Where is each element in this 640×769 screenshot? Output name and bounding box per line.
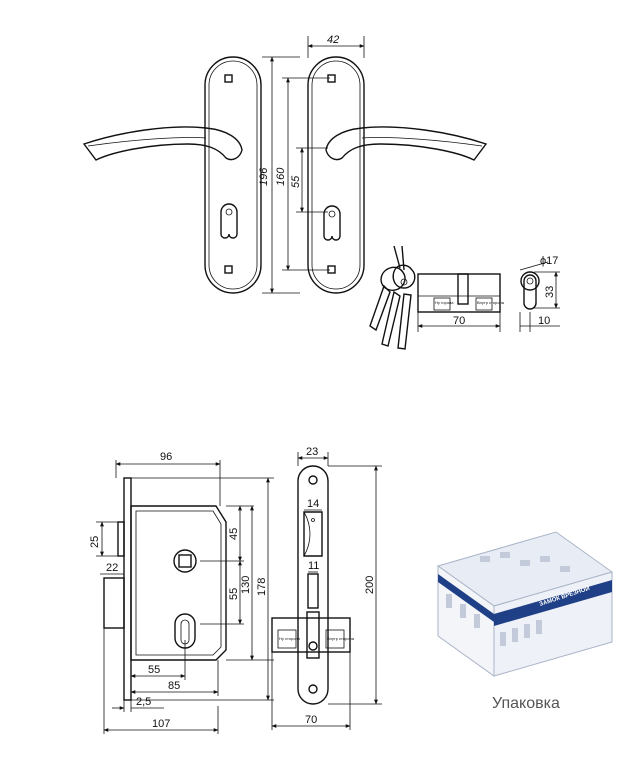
dim-body-upper: 45 — [228, 528, 240, 540]
dim-body-outer-height: 178 — [256, 578, 268, 596]
handle-dimensions: 42 196 160 55 — [258, 34, 365, 294]
dim-handle-width: 42 — [327, 34, 339, 46]
handle-left — [82, 56, 262, 294]
faceplate-dimensions: 23 14 11 200 70 — [271, 446, 382, 730]
dim-strike: 70 — [305, 714, 317, 726]
dim-total-depth: 107 — [152, 718, 170, 730]
cylinder-profile: ϕ17 33 10 — [519, 255, 560, 332]
dim-faceplate-width: 23 — [306, 446, 318, 458]
dim-body-front: 22 — [106, 562, 118, 574]
dim-handle-height: 196 — [258, 167, 270, 186]
dim-backset-upper: 55 — [148, 664, 160, 676]
dim-backset: 85 — [168, 680, 180, 692]
dim-plate: 2,5 — [136, 696, 151, 708]
dim-spindle: 55 — [290, 175, 302, 188]
dim-bolt: 11 — [308, 560, 319, 572]
dim-cyl-length: 70 — [453, 315, 465, 327]
dim-handle-axis: 160 — [275, 167, 287, 186]
packaging-caption: Упаковка — [492, 695, 560, 712]
dim-cyl-height: 33 — [544, 286, 556, 298]
dim-cyl-offset: 10 — [538, 315, 550, 327]
dim-latch: 14 — [307, 498, 319, 510]
cyl-label-left: Ну горонa — [435, 300, 454, 305]
packaging-box: ЗАМОК ВРЕЗНОЙ — [436, 531, 614, 677]
cylinder: Ну горонa Внутр сторона 70 — [417, 273, 505, 332]
dim-body-width: 96 — [160, 451, 172, 463]
lock-body-dimensions: 96 25 22 45 55 130 178 55 85 2,5 — [89, 451, 274, 734]
handle-right — [307, 56, 488, 294]
faceplate-label-left: Ну сторона — [279, 636, 301, 641]
dim-body-inner-height: 130 — [240, 576, 252, 594]
dim-faceplate-height: 200 — [364, 576, 376, 594]
dim-cyl-diameter: ϕ17 — [540, 255, 558, 267]
dim-body-mid: 55 — [228, 588, 240, 600]
faceplate: Ну сторона Внутр сторона — [271, 465, 355, 705]
lock-body — [103, 477, 227, 701]
faceplate-label-right: Внутр сторона — [327, 636, 355, 641]
cyl-label-right: Внутр сторона — [477, 300, 505, 305]
keys — [369, 245, 416, 350]
dim-body-top: 25 — [89, 536, 101, 548]
